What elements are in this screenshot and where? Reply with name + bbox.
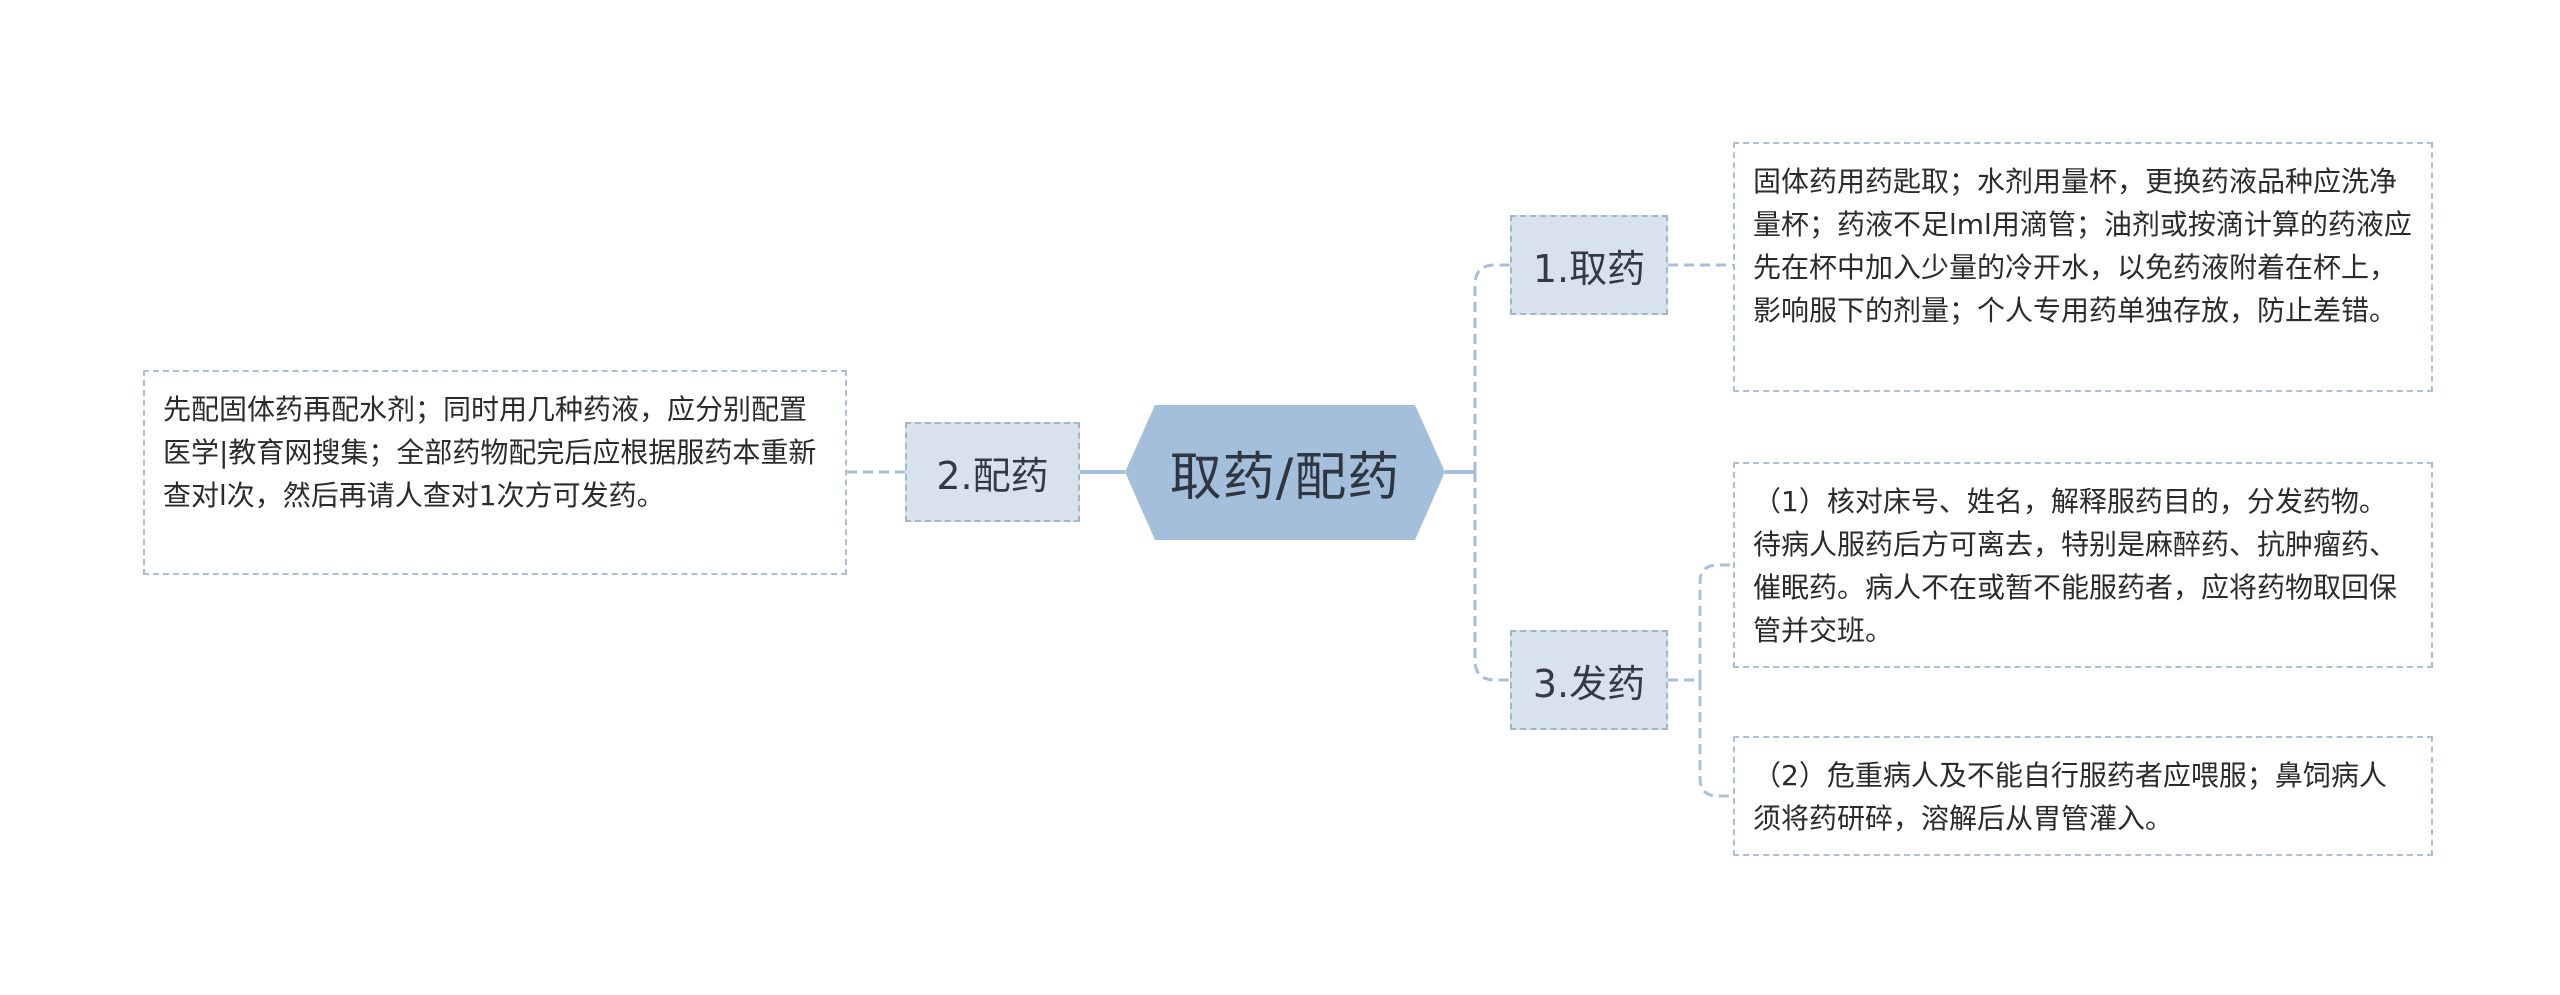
branch-topic-1[interactable]: 1.取药 <box>1510 215 1668 315</box>
central-topic-title: 取药/配药 <box>1169 448 1401 508</box>
branch-topic-3[interactable]: 3.发药 <box>1510 630 1668 730</box>
leaf-topic-4[interactable]: （2）危重病人及不能自行服药者应喂服；鼻饲病人须将药研碎，溶解后从胃管灌入。 <box>1733 736 2433 856</box>
connector-branch-3-to-leaf-4 <box>1698 680 1733 798</box>
central-topic-shape <box>1125 405 1445 540</box>
leaf-topic-1[interactable]: 固体药用药匙取；水剂用量杯，更换药液品种应洗净量杯；药液不足lml用滴管；油剂或… <box>1733 142 2433 392</box>
branch-topic-2[interactable]: 2.配药 <box>905 422 1080 522</box>
connector-trunk-to-branch-1 <box>1473 263 1510 472</box>
leaf-topic-2[interactable]: 先配固体药再配水剂；同时用几种药液，应分别配置医学|教育网搜集；全部药物配完后应… <box>143 370 847 575</box>
connector-branch-3-to-leaf-3 <box>1698 563 1733 680</box>
leaf-topic-3[interactable]: （1）核对床号、姓名，解释服药目的，分发药物。待病人服药后方可离去，特别是麻醉药… <box>1733 462 2433 668</box>
central-topic[interactable]: 取药/配药 <box>1125 405 1445 540</box>
connector-trunk-to-branch-3 <box>1473 472 1510 682</box>
